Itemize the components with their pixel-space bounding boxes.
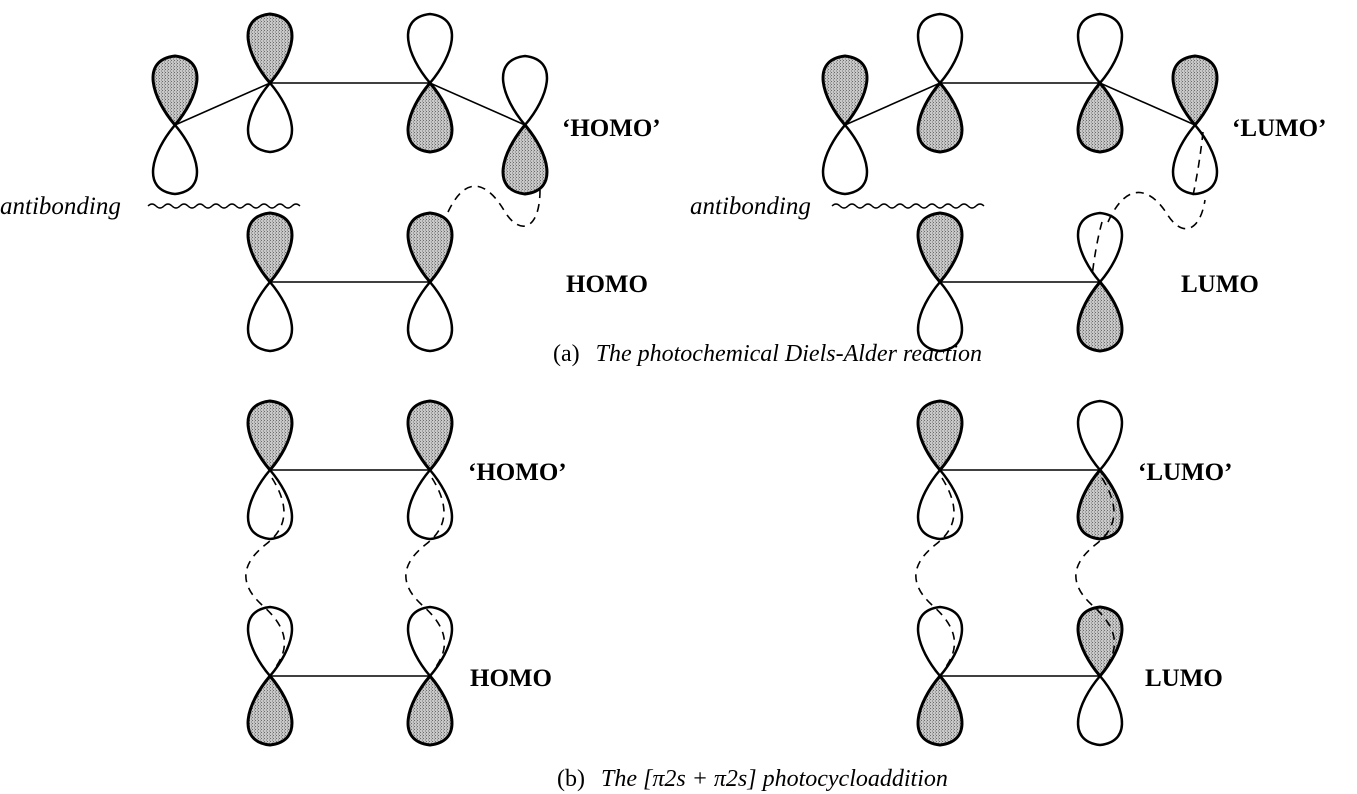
dienophile-orbital-label-right: LUMO xyxy=(1181,271,1259,298)
upper-orbital-label-left: ‘HOMO’ xyxy=(468,459,567,486)
p-orbital xyxy=(406,12,454,154)
caption-a: (a) The photochemical Diels-Alder reacti… xyxy=(553,341,982,367)
p-orbital xyxy=(1076,211,1124,353)
p-orbital xyxy=(916,211,964,353)
p-orbital xyxy=(406,399,454,541)
panel-b-left: ‘HOMO’ HOMO xyxy=(245,399,567,747)
panel-a-right: ‘LUMO’ antibonding LUMO xyxy=(690,12,1326,353)
interaction-curve xyxy=(245,477,286,669)
p-orbital xyxy=(1076,605,1124,747)
p-orbital xyxy=(151,54,199,196)
caption-b: (b) The [π2s + π2s] photocycloaddition xyxy=(557,766,948,792)
caption-b-text: The [π2s + π2s] photocycloaddition xyxy=(601,766,948,792)
p-orbital xyxy=(406,605,454,747)
lower-orbital-label-right: LUMO xyxy=(1145,665,1223,692)
p-orbital xyxy=(821,54,869,196)
p-orbital xyxy=(1171,54,1219,196)
lower-orbital-label-left: HOMO xyxy=(470,665,552,692)
diene-bond xyxy=(844,82,1196,126)
lobe-overlap-dash xyxy=(1191,131,1204,201)
panel-a-left: ‘HOMO’ antibonding HOMO xyxy=(0,12,661,353)
diene-orbital-label-right: ‘LUMO’ xyxy=(1232,115,1326,142)
p-orbital xyxy=(246,605,294,747)
p-orbital xyxy=(1076,399,1124,541)
interaction-curve xyxy=(1075,477,1116,669)
p-orbital xyxy=(246,211,294,353)
p-orbital xyxy=(246,12,294,154)
caption-a-text: The photochemical Diels-Alder reaction xyxy=(596,341,982,367)
panel-b-right: ‘LUMO’ LUMO xyxy=(915,399,1232,747)
diene-bond xyxy=(174,82,526,126)
p-orbital xyxy=(246,399,294,541)
interaction-curve xyxy=(447,185,541,227)
antibonding-wavy-line xyxy=(147,203,301,209)
interaction-curve xyxy=(405,477,446,669)
antibonding-label-right: antibonding xyxy=(690,193,811,220)
interaction-curve xyxy=(1107,191,1206,230)
lobe-overlap-dash xyxy=(1091,221,1103,277)
p-orbital xyxy=(916,399,964,541)
p-orbital xyxy=(916,12,964,154)
caption-a-prefix: (a) xyxy=(553,341,580,367)
upper-orbital-label-right: ‘LUMO’ xyxy=(1138,459,1232,486)
dienophile-orbital-label: HOMO xyxy=(566,271,648,298)
antibonding-wavy-line-right xyxy=(831,203,985,209)
p-orbital xyxy=(406,211,454,353)
caption-b-prefix: (b) xyxy=(557,766,585,792)
interaction-curve xyxy=(915,477,956,669)
diene-orbital-label: ‘HOMO’ xyxy=(562,115,661,142)
p-orbital xyxy=(1076,12,1124,154)
antibonding-label: antibonding xyxy=(0,193,121,220)
p-orbital xyxy=(501,54,549,196)
p-orbital xyxy=(916,605,964,747)
